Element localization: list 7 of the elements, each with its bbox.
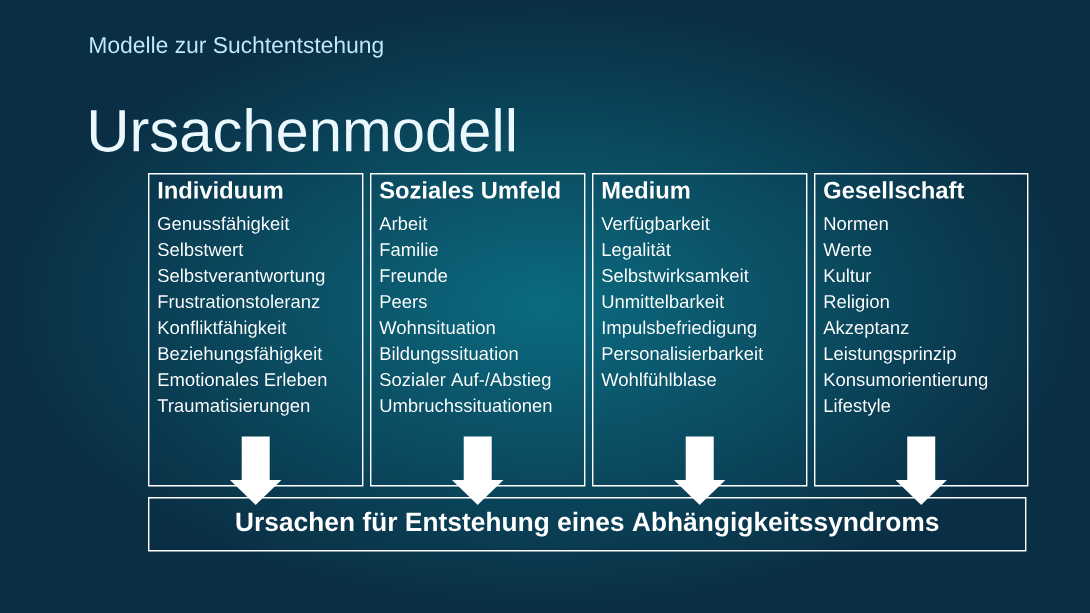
category-box: Individuum Genussfähigkeit Selbstwert Selbstverantwortung Frustrationstoleranz Konfliktfähigkeit Beziehungsfähigkeit Emotionales Erleben Traumatisierungen: [148, 173, 364, 487]
category-box: Medium Verfügbarkeit Legalität Selbstwirksamkeit Unmittelbarkeit Impulsbefriedigung Personalisierbarkeit Wohlfühlblase: [592, 173, 808, 487]
slide-title: Ursachenmodell: [90, 108, 514, 152]
result-box: Ursachen für Entstehung eines Abhängigkeitssyndroms: [148, 497, 1027, 552]
category-box: Soziales Umfeld Arbeit Familie Freunde Peers Wohnsituation Bildungssituation Sozialer Auf-/Abstieg Umbruchssituationen: [370, 173, 586, 487]
category-box: Gesellschaft Normen Werte Kultur Religion Akzeptanz Leistungsprinzip Konsumorientierung Lifestyle: [814, 173, 1029, 487]
subtitle: Modelle zur Suchtentstehung: [90, 36, 383, 58]
